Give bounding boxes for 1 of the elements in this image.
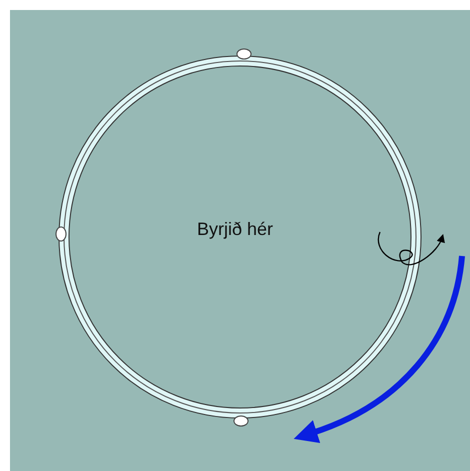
start-label: Byrjið hér <box>197 219 274 240</box>
